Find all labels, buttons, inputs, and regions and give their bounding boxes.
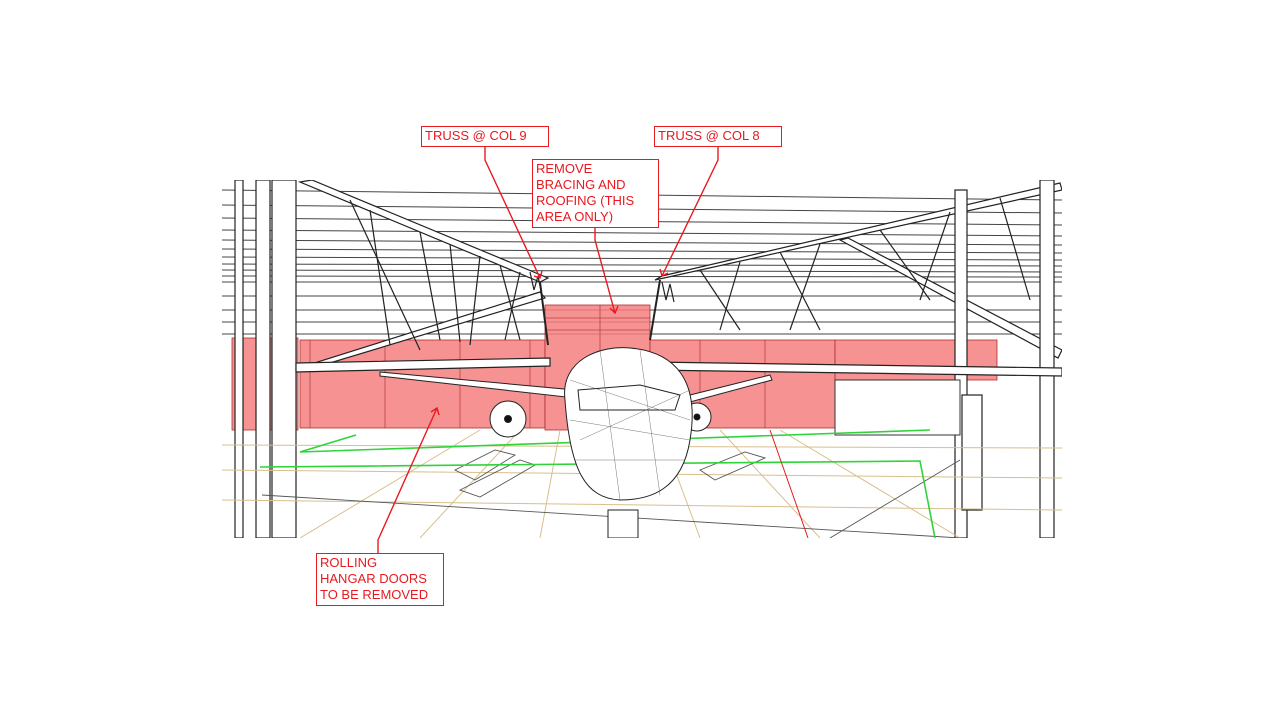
aircraft [379, 347, 773, 538]
truss-col-9 [289, 180, 550, 373]
callout-remove-bracing: REMOVE BRACING AND ROOFING (THIS AREA ON… [532, 159, 659, 228]
callout-truss-col-9: TRUSS @ COL 9 [421, 126, 549, 147]
callout-truss-col-8: TRUSS @ COL 8 [654, 126, 782, 147]
callout-rolling-doors: ROLLING HANGAR DOORS TO BE REMOVED [316, 553, 444, 606]
leader-lines [377, 146, 719, 553]
columns [234, 180, 1055, 538]
